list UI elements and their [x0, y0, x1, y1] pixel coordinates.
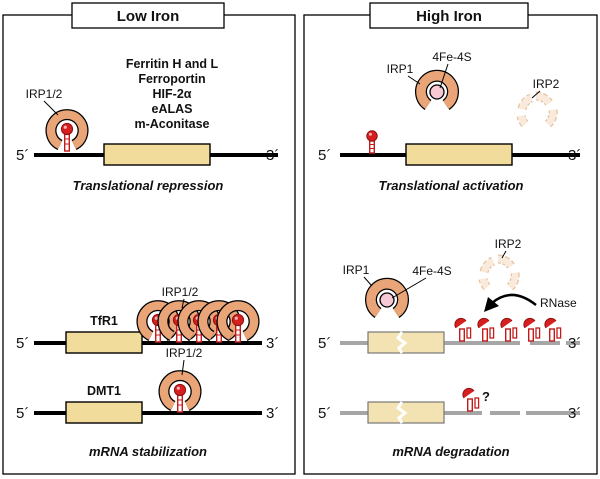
rnase-label: RNase: [540, 296, 577, 310]
coding-region-box: [103, 143, 211, 166]
gene-ferroportin: Ferroportin: [138, 72, 205, 86]
irp1-label: IRP1: [387, 62, 414, 76]
ire-fragment-cleaved: [462, 387, 480, 412]
irp2-label: IRP2: [533, 77, 560, 91]
irp-label-leader: [181, 298, 185, 309]
ire-fragments-cleaved: [454, 317, 562, 342]
five-prime-label: 5´: [318, 405, 331, 422]
irp12-label: IRP1/2: [162, 285, 199, 299]
free-ire: [366, 130, 378, 154]
irp-label-leader: [181, 359, 185, 376]
cleavage-break: [395, 331, 408, 354]
irp-label-leader: [43, 100, 59, 116]
fe4s-label-leader: [391, 277, 427, 299]
three-prime-label: 3´: [266, 335, 279, 352]
irp1-label-leader: [407, 75, 421, 85]
gene-m-aconitase: m-Aconitase: [134, 117, 209, 131]
cleavage-break: [395, 401, 408, 424]
three-prime-label: 3´: [266, 405, 279, 422]
right-panel-header-box: [369, 2, 529, 29]
coding-region-tfr1: [65, 331, 143, 354]
three-prime-label: 3´: [568, 405, 581, 422]
gene-tfr1: TfR1: [90, 314, 118, 328]
left-panel-header-box: [71, 2, 225, 29]
rnase-arrow-head: [484, 297, 499, 312]
caption-translational-repression: Translational repression: [73, 178, 224, 193]
irp-bound-ire: [164, 376, 196, 412]
caption-mrna-degradation: mRNA degradation: [392, 444, 509, 459]
irp-bound-ire: [51, 115, 83, 151]
gene-ealas: eALAS: [152, 102, 193, 116]
caption-mrna-stabilization: mRNA stabilization: [89, 444, 207, 459]
irp2-degraded: [521, 96, 553, 124]
irp1-label-leader: [363, 276, 373, 287]
rnase-arrow: [491, 293, 537, 306]
five-prime-label: 5´: [318, 147, 331, 164]
irp2-label-leader: [501, 250, 507, 259]
three-prime-label: 3´: [568, 147, 581, 164]
five-prime-label: 5´: [318, 335, 331, 352]
gene-ferritin: Ferritin H and L: [126, 57, 219, 71]
irp2-degraded: [483, 259, 515, 287]
question-mark: ?: [482, 389, 490, 404]
irp1-fe-s-cluster: [371, 284, 403, 313]
coding-region-box: [405, 143, 513, 166]
three-prime-label: 3´: [568, 335, 581, 352]
irp1-label: IRP1: [343, 263, 370, 277]
irp-cluster-tfr1: [142, 306, 254, 342]
irp2-label: IRP2: [495, 237, 522, 251]
fe4s-label-leader: [439, 63, 449, 89]
irp2-label-leader: [531, 90, 541, 99]
irp12-label: IRP1/2: [26, 87, 63, 101]
right-panel-header: High Iron: [416, 8, 482, 25]
three-prime-label: 3´: [266, 147, 279, 164]
five-prime-label: 5´: [16, 147, 29, 164]
gene-dmt1: DMT1: [87, 384, 121, 398]
irp12-label: IRP1/2: [166, 346, 203, 360]
fe4s-label: 4Fe-4S: [412, 264, 451, 278]
left-panel-header: Low Iron: [117, 8, 180, 25]
irp1-fe-s-cluster: [421, 76, 453, 105]
coding-region-dmt1: [65, 401, 143, 424]
caption-translational-activation: Translational activation: [379, 178, 524, 193]
gene-hif2a: HIF-2α: [153, 87, 192, 101]
five-prime-label: 5´: [16, 405, 29, 422]
fe4s-label: 4Fe-4S: [432, 50, 471, 64]
five-prime-label: 5´: [16, 335, 29, 352]
